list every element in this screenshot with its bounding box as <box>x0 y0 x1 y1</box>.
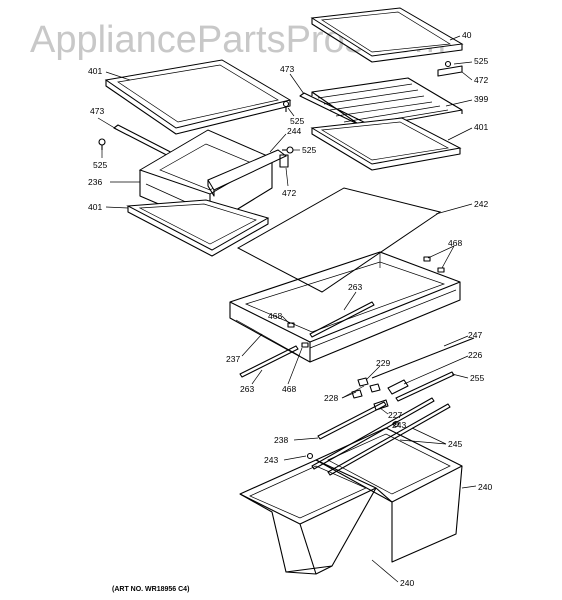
callout-243-lower: 243 <box>264 455 278 465</box>
crisper-bin-240-left <box>239 459 377 575</box>
callout-229: 229 <box>376 358 390 368</box>
rail-255 <box>395 371 455 402</box>
callout-240-right: 240 <box>478 482 492 492</box>
callout-401-upper-left: 401 <box>88 66 102 76</box>
callout-468-left: 468 <box>268 311 282 321</box>
callout-labels: 401 473 525 244 525 236 472 401 473 525 … <box>88 30 492 588</box>
callout-525-upper: 525 <box>290 116 304 126</box>
callout-227: 227 <box>388 410 402 420</box>
bracket-472-mid <box>279 154 289 168</box>
callout-468-upper: 468 <box>448 238 462 248</box>
callout-263-lower: 263 <box>240 384 254 394</box>
divider-238 <box>317 401 387 440</box>
callout-247: 247 <box>468 330 482 340</box>
callout-472-mid: 472 <box>282 188 296 198</box>
bracket-226 <box>387 379 409 395</box>
callout-472-right: 472 <box>474 75 488 85</box>
callout-226: 226 <box>468 350 482 360</box>
callout-525-mid: 525 <box>302 145 316 155</box>
screw-525-right <box>444 60 452 68</box>
callout-263-upper: 263 <box>348 282 362 292</box>
shelf-401-lower-left <box>126 199 270 257</box>
bracket-472-right <box>437 65 463 77</box>
rail-263-upper <box>309 301 375 338</box>
crisper-cover-244 <box>207 149 287 197</box>
callout-473-right: 473 <box>280 64 294 74</box>
callout-238: 238 <box>274 435 288 445</box>
callout-525-left: 525 <box>93 160 107 170</box>
callout-473-left: 473 <box>90 106 104 116</box>
leader-lines <box>97 35 477 583</box>
callout-244: 244 <box>287 126 301 136</box>
slide-227 <box>373 399 389 411</box>
callout-245: 245 <box>448 439 462 449</box>
callout-399: 399 <box>474 94 488 104</box>
shelf-401-upper-left <box>104 59 292 135</box>
shelf-upper-right <box>310 7 464 63</box>
callout-40: 40 <box>462 30 472 40</box>
callout-228: 228 <box>324 393 338 403</box>
callout-237: 237 <box>226 354 240 364</box>
crisper-bin-240-right <box>315 427 463 563</box>
callout-525-right: 525 <box>474 56 488 66</box>
callout-240-bottom: 240 <box>400 578 414 588</box>
rail-263-lower <box>239 345 299 378</box>
shelf-401-right <box>310 117 462 171</box>
rail-245 <box>311 397 451 476</box>
callout-242: 242 <box>474 199 488 209</box>
pads-468 <box>287 256 445 348</box>
glass-panel-242 <box>236 187 442 293</box>
art-number: (ART NO. WR18956 C4) <box>112 586 189 593</box>
rod-247 <box>371 337 475 379</box>
screw-525-upper <box>282 100 290 112</box>
callout-243-upper: 243 <box>392 420 406 430</box>
callout-255: 255 <box>470 373 484 383</box>
screw-525-mid <box>282 146 294 154</box>
callout-236: 236 <box>88 177 102 187</box>
callout-401-lower-left: 401 <box>88 202 102 212</box>
screw-525-left <box>98 138 106 150</box>
clips-229-228 <box>351 377 381 399</box>
callout-468-lower: 468 <box>282 384 296 394</box>
callout-401-right: 401 <box>474 122 488 132</box>
